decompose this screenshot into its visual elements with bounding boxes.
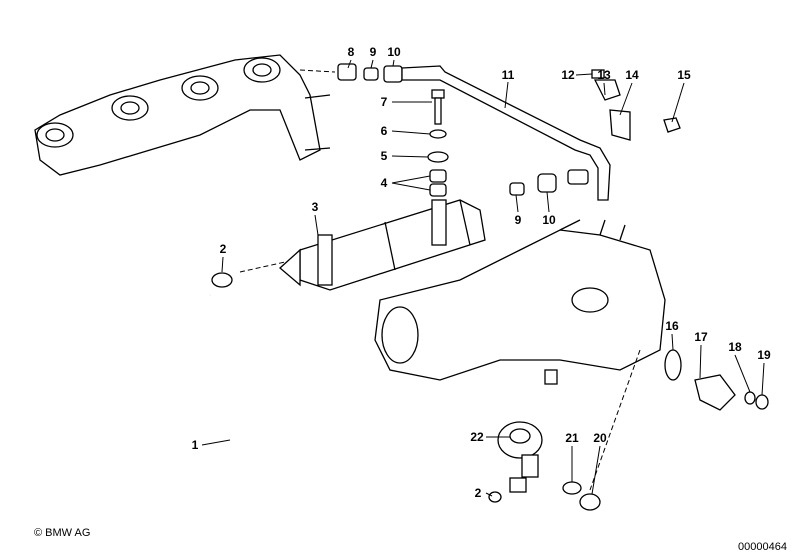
callout-8: 8 [347,45,355,59]
copyright-text: © BMW AG [34,527,91,539]
callout-16: 16 [665,319,679,333]
callout-22: 22 [470,430,484,444]
callout-10b: 10 [542,213,556,227]
intake-manifold [374,219,666,385]
right-small-parts [591,69,769,411]
callout-5: 5 [380,149,388,163]
bolt-washers [427,89,449,197]
callout-12: 12 [561,68,575,82]
callout-9: 9 [369,45,377,59]
callout-2b: 2 [474,486,482,500]
callout-3: 3 [311,200,319,214]
callout-1: 1 [191,438,199,452]
callout-11: 11 [501,68,515,82]
callout-18: 18 [728,340,742,354]
leader-lines [201,59,765,497]
callout-14: 14 [625,68,639,82]
callout-4: 4 [380,176,388,190]
callout-20: 20 [593,431,607,445]
vacuum-valve [488,421,601,511]
callout-9b: 9 [514,213,522,227]
callout-15: 15 [677,68,691,82]
callout-7: 7 [380,95,388,109]
diagram-number: 00000464 [738,541,787,553]
callout-13: 13 [597,68,611,82]
callout-21: 21 [565,431,579,445]
callout-6: 6 [380,124,388,138]
exhaust-manifold [34,54,331,176]
callout-17: 17 [694,330,708,344]
callout-19: 19 [757,348,771,362]
callout-2: 2 [219,242,227,256]
fittings-top [337,63,611,201]
callout-10: 10 [387,45,401,59]
canister [279,199,486,291]
hose [196,294,386,513]
